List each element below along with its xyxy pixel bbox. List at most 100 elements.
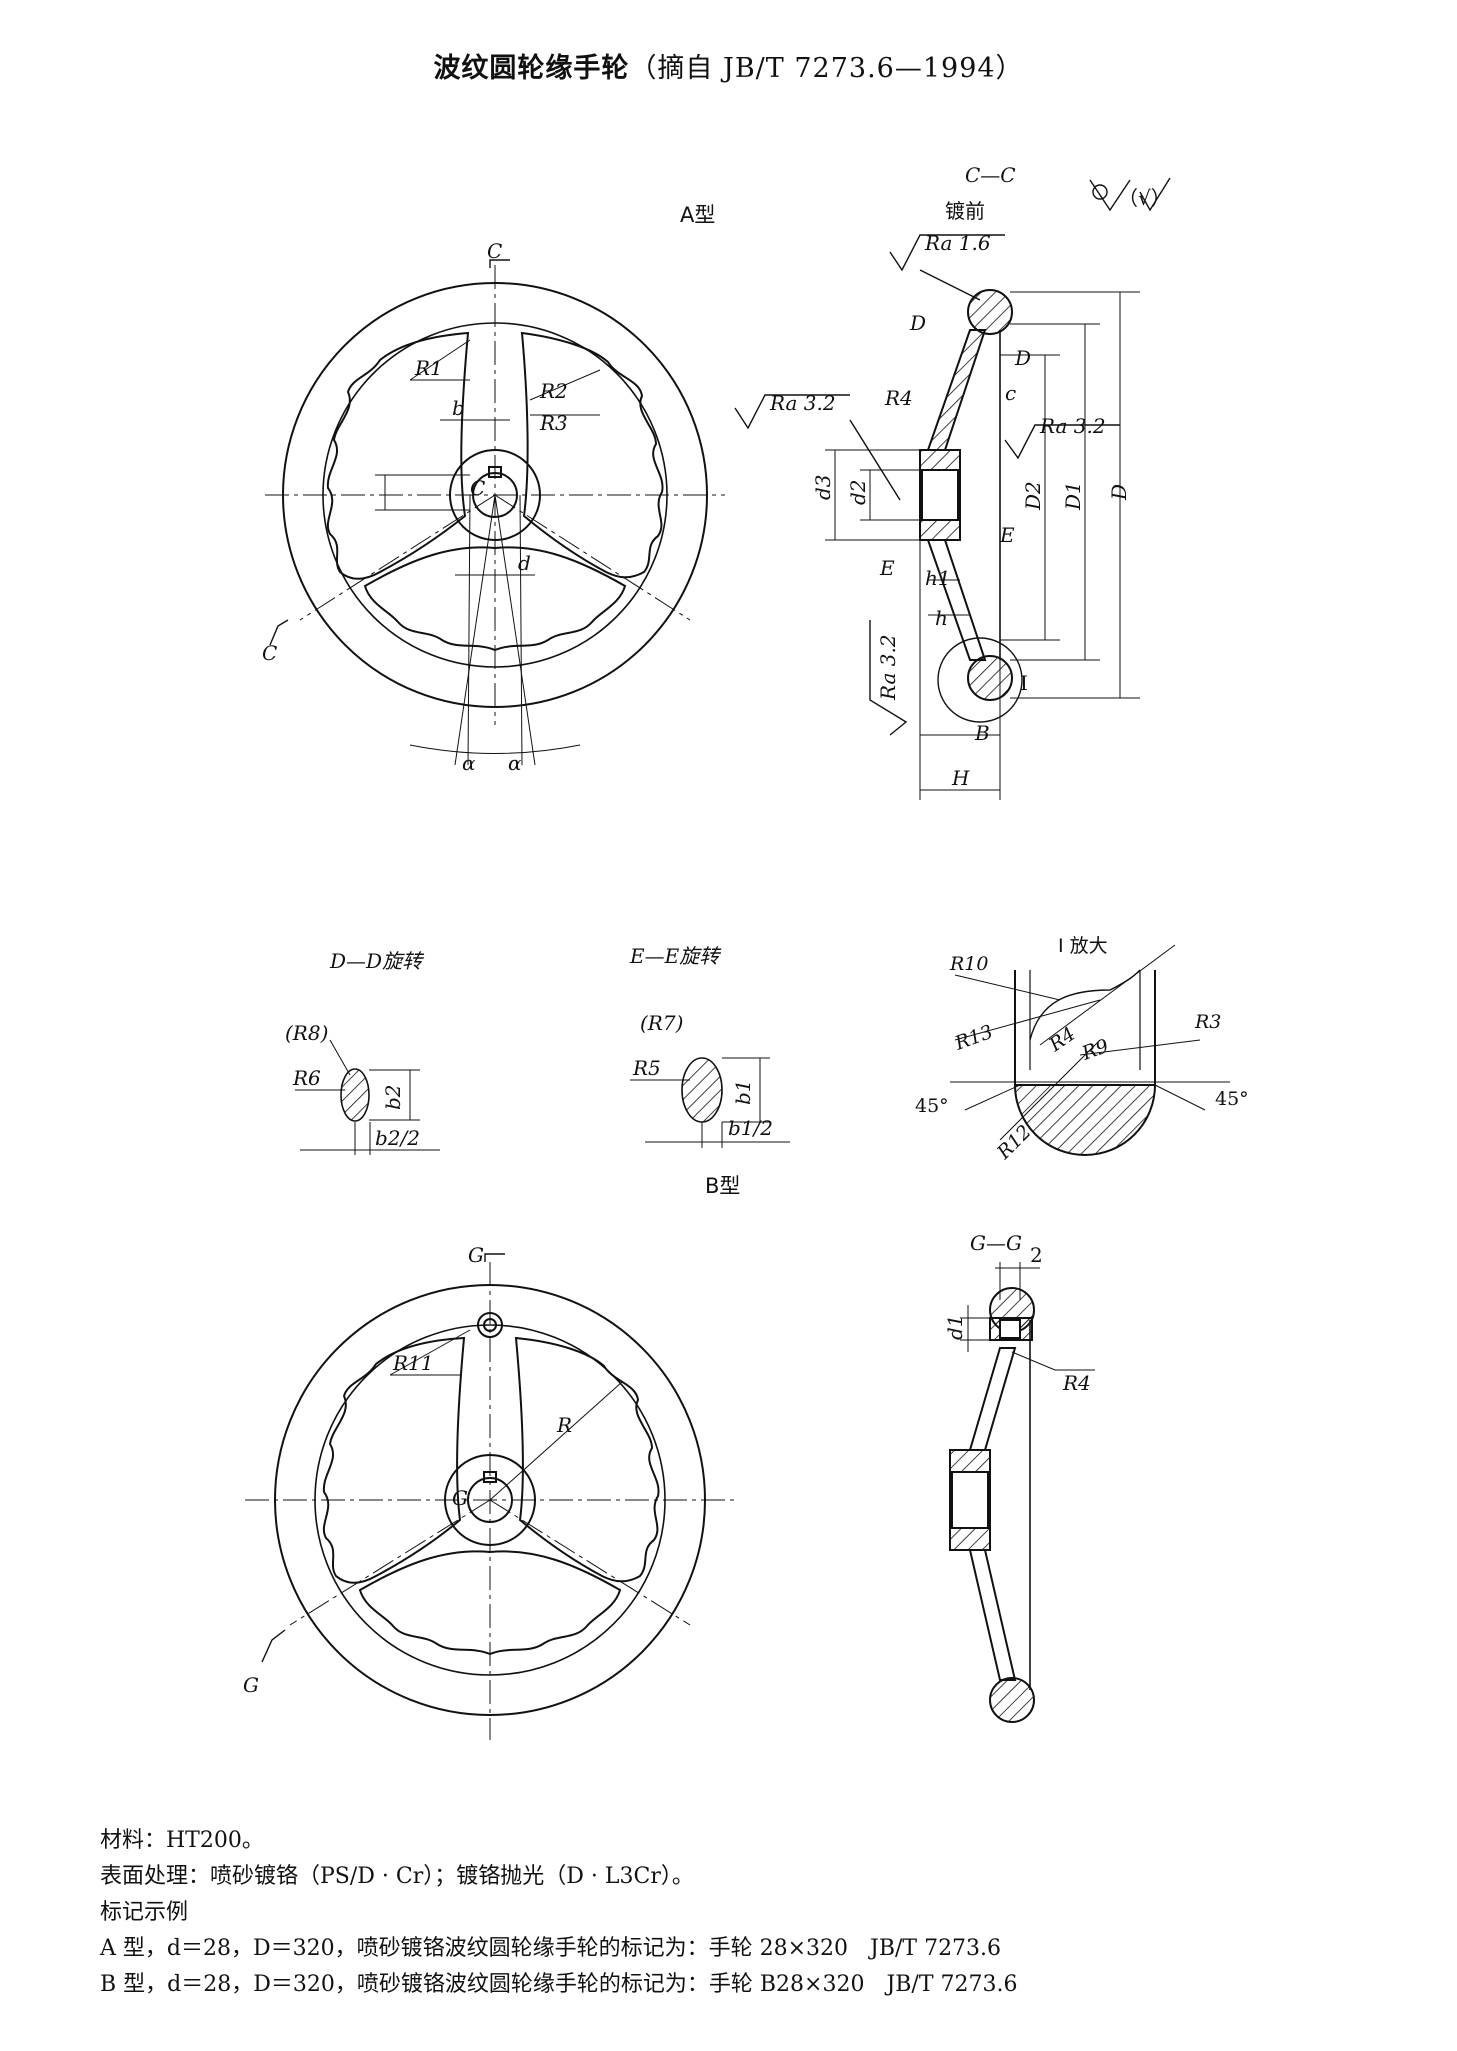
section-cc-label: C—C	[965, 163, 1016, 187]
dim-b: b	[452, 396, 465, 420]
note-marking-title: 标记示例	[100, 1900, 189, 1925]
cc-spoke-upper	[926, 329, 987, 451]
gg-spoke-lower	[968, 1549, 1017, 1681]
roughness-bore: Ra 3.2	[769, 391, 836, 415]
dim-h: h	[935, 606, 948, 630]
type-b-opening-left	[322, 1336, 466, 1584]
roughness-rim: Ra 1.6	[924, 231, 991, 255]
section-dd-label: D—D旋转	[329, 949, 425, 973]
page-title: 波纹圆轮缘手轮（摘自 JB/T 7273.6—1994）	[0, 46, 1457, 85]
section-dd-view	[295, 1039, 440, 1155]
gg-hub-bore	[951, 1471, 989, 1529]
detail-i-rim-section	[1013, 1084, 1157, 1156]
dim-d-full: D	[1107, 484, 1131, 501]
dim-g-hub: G	[452, 1486, 468, 1510]
section-dd-labels: D—D旋转 (R8) R6 b2 b2/2	[285, 949, 425, 1150]
notes: 材料：HT200。 表面处理：喷砂镀铬（PS/D · Cr）；镀铬抛光（D · …	[100, 1823, 1018, 2003]
dim-i: I	[1020, 671, 1028, 695]
dim-d1: D1	[1061, 481, 1085, 511]
type-b-front-view	[245, 1253, 735, 1740]
type-b-labels: B型 G G G R11 R	[243, 1174, 740, 1697]
roughness-hub-side: Ra 3.2	[876, 634, 900, 701]
gg-rim-bottom	[989, 1677, 1035, 1723]
dim-r13: R13	[951, 1021, 996, 1055]
dim-r8: (R8)	[285, 1021, 328, 1045]
dim-g-bottom: G	[243, 1673, 259, 1697]
dim-c-bottom: C	[262, 641, 277, 665]
dim-d3: d3	[811, 474, 835, 500]
type-a-opening-left	[326, 331, 470, 580]
section-gg-view	[949, 1262, 1095, 1723]
type-a-front-view	[265, 259, 725, 766]
dim-r4-detail: R4	[1044, 1023, 1079, 1057]
title-standard: （摘自 JB/T 7273.6—1994）	[629, 53, 1024, 84]
dim-g-top: G	[468, 1243, 484, 1267]
dim-r: R	[556, 1413, 572, 1437]
dim-b-large: B	[974, 721, 990, 745]
detail-i-view	[950, 944, 1230, 1156]
dim-d1-small: d1	[943, 1314, 967, 1340]
dim-r11: R11	[392, 1351, 434, 1375]
section-ee-labels: E—E旋转 (R7) R5 b1 b1/2	[629, 944, 773, 1140]
dim-e-right: E	[999, 523, 1015, 547]
dim-c-top: C	[487, 239, 502, 263]
title-main: 波纹圆轮缘手轮	[433, 53, 630, 84]
cc-detail-i-circle	[937, 637, 1023, 723]
angle-45-right: 45°	[1215, 1088, 1249, 1110]
dim-d2-small: d2	[846, 479, 870, 505]
dim-d-section: D	[1014, 346, 1031, 370]
dim-alpha-right: α	[508, 751, 522, 775]
note-surface: 表面处理：喷砂镀铬（PS/D · Cr）；镀铬抛光（D · L3Cr）。	[100, 1864, 694, 1889]
cc-rim-top	[967, 289, 1013, 335]
section-ee-label: E—E旋转	[629, 944, 722, 968]
dim-r3: R3	[539, 411, 568, 435]
dim-alpha-left: α	[462, 751, 476, 775]
dim-r10: R10	[949, 953, 988, 975]
dim-r4: R4	[884, 386, 913, 410]
dim-b2: b2	[381, 1084, 405, 1110]
dim-c-small: c	[1005, 381, 1016, 405]
cc-rim-bottom	[967, 655, 1013, 701]
dim-c-hub: C	[470, 476, 485, 500]
dim-two: 2	[1030, 1243, 1043, 1267]
dim-d2: D2	[1021, 481, 1045, 511]
cc-hub-bore	[921, 469, 959, 521]
ee-spoke-section	[681, 1057, 723, 1123]
dim-h1: h1	[925, 566, 951, 590]
dim-b1-half: b1/2	[728, 1116, 773, 1140]
dim-b1: b1	[731, 1079, 755, 1105]
section-cc-view	[734, 177, 1171, 800]
dim-d: d	[518, 551, 531, 575]
dim-r3-detail: R3	[1194, 1011, 1221, 1033]
dim-d-upper: D	[909, 311, 926, 335]
dim-r2: R2	[539, 379, 568, 403]
dim-r9: R9	[1078, 1035, 1111, 1065]
type-a-label: A型	[680, 203, 715, 227]
section-gg-label: G—G	[970, 1231, 1022, 1255]
cc-spoke-lower	[926, 539, 987, 661]
plating-label: 镀前	[945, 199, 985, 223]
type-a-opening-right	[520, 331, 664, 579]
note-material: 材料：HT200。	[100, 1828, 264, 1853]
dd-spoke-section	[340, 1068, 370, 1122]
detail-i-label: I 放大	[1058, 935, 1108, 957]
note-example-b: B 型，d＝28，D＝320，喷砂镀铬波纹圆轮缘手轮的标记为：手轮 B28×32…	[100, 1972, 1018, 1997]
note-example-a: A 型，d＝28，D＝320，喷砂镀铬波纹圆轮缘手轮的标记为：手轮 28×320…	[100, 1936, 1002, 1961]
dim-e-left: E	[879, 556, 895, 580]
roughness-hub-face: Ra 3.2	[1039, 414, 1106, 438]
dim-h-large: H	[951, 766, 970, 790]
section-gg-labels: G—G 2 d1 R4	[943, 1231, 1091, 1395]
type-b-opening-right	[514, 1336, 660, 1583]
type-b-label: B型	[705, 1174, 740, 1198]
section-cc-labels: C—C 镀前 （√） Ra 1.6 Ra 3.2 Ra 3.2 Ra 3.2 D…	[769, 163, 1171, 790]
type-a-labels: A型 C C C R1 R2 R3 b d α α	[262, 203, 715, 775]
angle-45-left: 45°	[915, 1095, 949, 1117]
dim-r1: R1	[414, 356, 443, 380]
dim-r5: R5	[632, 1056, 661, 1080]
gg-handle-hole	[999, 1319, 1021, 1339]
gg-spoke-upper	[968, 1347, 1017, 1451]
section-ee-view	[630, 1057, 790, 1148]
dim-r6: R6	[292, 1066, 321, 1090]
other-surfaces-label: （√）	[1118, 186, 1171, 210]
